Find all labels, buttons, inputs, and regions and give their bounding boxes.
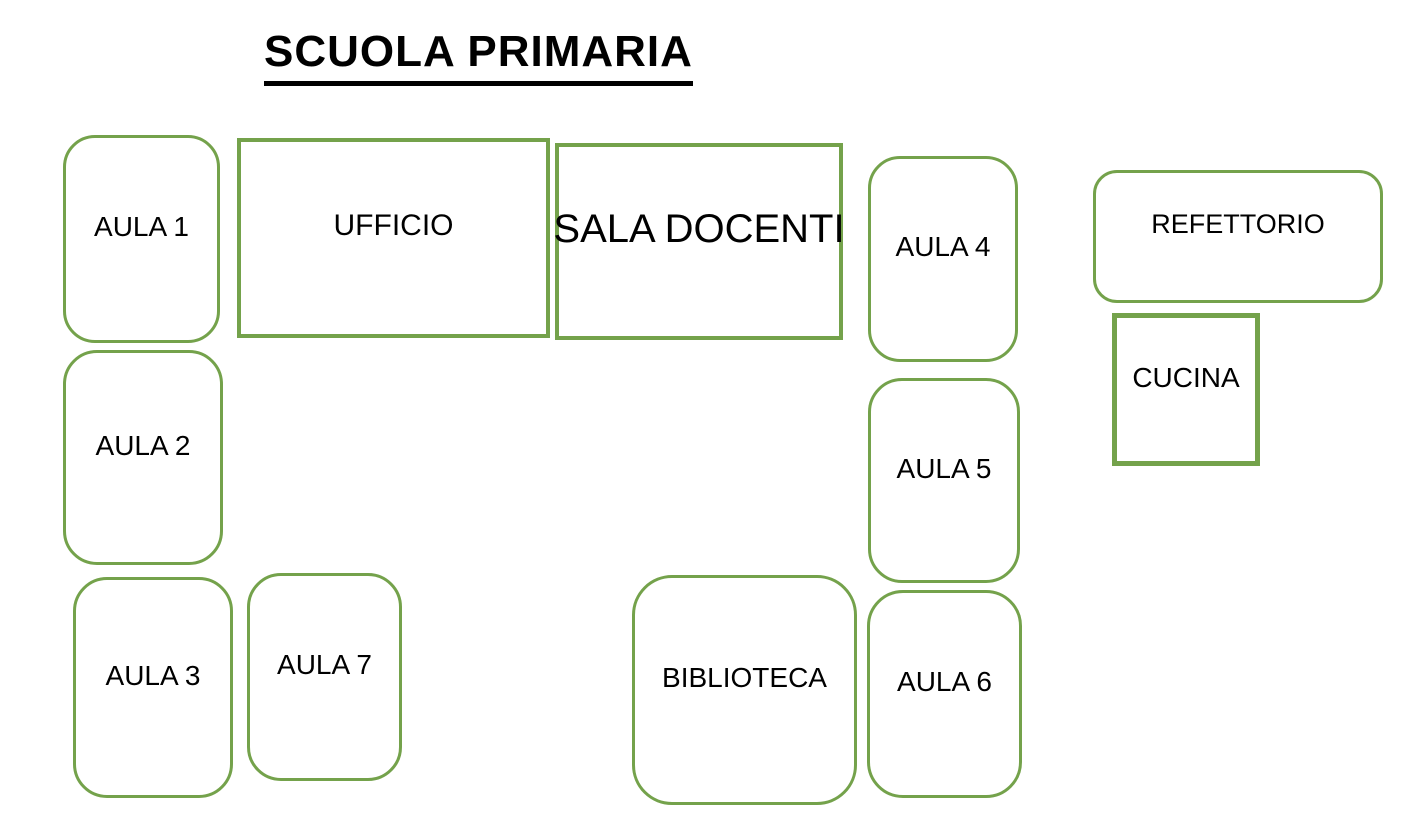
room-aula-2: AULA 2 [63, 350, 223, 565]
page-title: SCUOLA PRIMARIA [264, 30, 693, 86]
room-label: AULA 5 [896, 452, 992, 484]
room-label: AULA 3 [105, 659, 201, 691]
room-label: AULA 7 [277, 649, 372, 680]
room-aula-1: AULA 1 [63, 135, 220, 343]
room-aula-6: AULA 6 [867, 590, 1022, 798]
room-refettorio: REFETTORIO [1093, 170, 1383, 303]
room-biblioteca: BIBLIOTECA [632, 575, 857, 805]
room-aula-4: AULA 4 [868, 156, 1018, 362]
room-label: SALA DOCENTI [553, 207, 845, 251]
room-cucina: CUCINA [1112, 313, 1260, 466]
room-label: AULA 4 [895, 231, 991, 262]
room-label: CUCINA [1132, 361, 1240, 393]
room-aula-3: AULA 3 [73, 577, 233, 798]
room-label: BIBLIOTECA [662, 662, 827, 693]
room-label: AULA 1 [94, 211, 189, 242]
room-label: REFETTORIO [1151, 209, 1325, 239]
room-label: AULA 6 [897, 666, 992, 697]
room-sala-docenti: SALA DOCENTI [553, 143, 845, 340]
room-aula-7: AULA 7 [247, 573, 402, 781]
room-label: UFFICIO [333, 209, 454, 242]
room-aula-5: AULA 5 [868, 378, 1020, 583]
room-label: AULA 2 [95, 429, 191, 461]
room-ufficio: UFFICIO [237, 138, 550, 338]
